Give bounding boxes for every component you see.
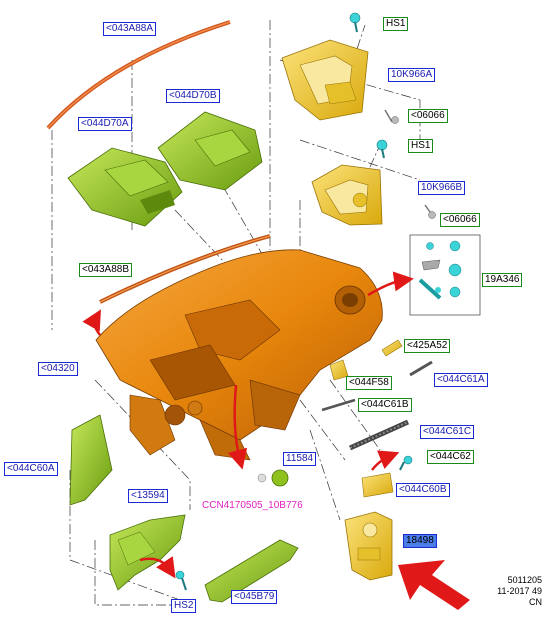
bezel-upper <box>281 39 369 121</box>
hardware-kit-box <box>409 234 481 316</box>
callout-06066-lower: <06066 <box>440 213 480 227</box>
fastener-044C62 <box>399 455 413 471</box>
callout-044C60B: <044C60B <box>396 483 450 497</box>
callout-043A88A: <043A88A <box>103 22 156 36</box>
callout-ccn: CCN4170505_10B776 <box>202 500 303 511</box>
vent-housing-left <box>67 147 183 227</box>
lower-panel-left <box>109 514 186 591</box>
fastener-HS2 <box>175 570 187 591</box>
screw-06066-upper <box>384 109 399 124</box>
callout-18498: 18498 <box>403 534 437 548</box>
instrument-panel <box>95 249 383 461</box>
bezel-small <box>344 511 393 581</box>
vent-housing-right <box>157 111 263 191</box>
callout-HS2: HS2 <box>171 599 197 613</box>
screw-06066-lower <box>424 204 436 219</box>
footer-block: 5011205 11-2017 49 CN <box>470 575 542 608</box>
callout-045B79: <045B79 <box>231 590 278 604</box>
red-arrows <box>82 271 414 579</box>
strip-044C61B <box>321 398 356 412</box>
callout-044F58: <044F58 <box>346 376 392 390</box>
big-red-arrow <box>398 560 470 610</box>
plate-044C60B <box>361 472 394 498</box>
callout-19A346: 19A346 <box>482 273 523 287</box>
callout-11584: 11584 <box>283 452 317 466</box>
trim-piece-425A52 <box>381 339 403 357</box>
callout-HS1-lower: HS1 <box>408 139 434 153</box>
footer-date: 11-2017 49 <box>497 586 542 596</box>
strip-044C61A <box>409 360 433 377</box>
footer-code: 5011205 <box>507 575 542 585</box>
callout-HS1-upper: HS1 <box>383 17 409 31</box>
callout-13594: <13594 <box>128 489 168 503</box>
cap-11584 <box>257 469 289 487</box>
callout-044D70A: <044D70A <box>78 117 132 131</box>
callout-044C62: <044C62 <box>427 450 474 464</box>
callout-044C61C: <044C61C <box>420 425 475 439</box>
callout-06066-upper: <06066 <box>408 109 448 123</box>
fastener-HS1-lower <box>376 139 388 159</box>
hardware-kit-parts <box>418 240 462 300</box>
end-cap-left <box>69 414 113 506</box>
callout-425A52: <425A52 <box>404 339 451 353</box>
callout-10K966B: 10K966B <box>418 181 466 195</box>
callout-044C61A: <044C61A <box>434 373 488 387</box>
callout-043A88B: <043A88B <box>79 263 132 277</box>
fastener-HS1-upper <box>349 12 361 33</box>
callout-044D70B: <044D70B <box>166 89 220 103</box>
callout-04320: <04320 <box>38 362 78 376</box>
callout-044C61B: <044C61B <box>358 398 412 412</box>
trim-strip-upper <box>46 20 231 130</box>
callout-10K966A: 10K966A <box>388 68 436 82</box>
lower-panel-right <box>204 539 299 603</box>
callout-044C60A: <044C60A <box>4 462 58 476</box>
footer-region: CN <box>529 597 542 607</box>
bezel-lower <box>311 164 383 226</box>
